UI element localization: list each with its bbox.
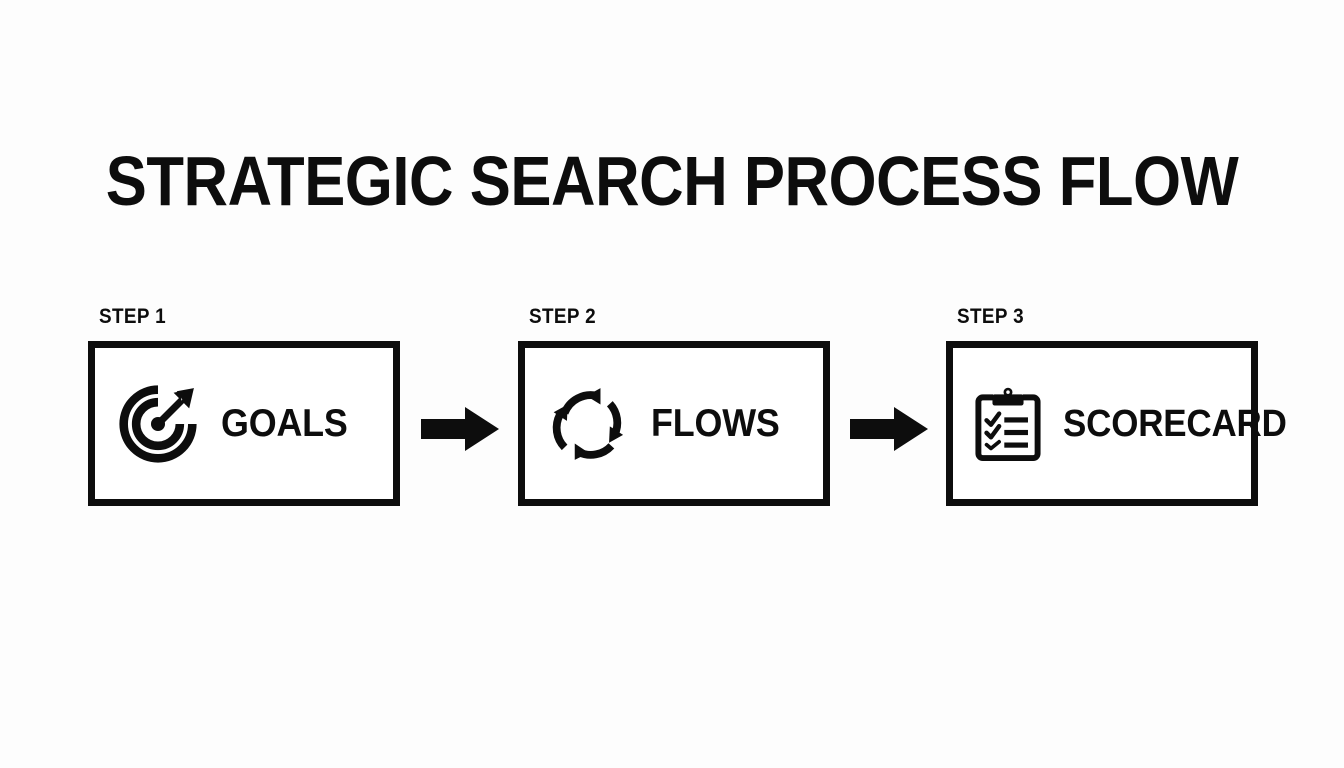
arrow-right-icon-2 bbox=[850, 405, 928, 453]
step-group-1: STEP 1 GOALS bbox=[88, 305, 400, 506]
step-name-goals: GOALS bbox=[221, 401, 348, 445]
clipboard-checklist-icon bbox=[971, 387, 1045, 461]
step-box-scorecard[interactable]: SCORECARD bbox=[946, 341, 1287, 506]
step-group-3: STEP 3 bbox=[946, 305, 1287, 506]
cycle-arrows-icon bbox=[549, 385, 627, 463]
step-box-flows[interactable]: FLOWS bbox=[518, 341, 830, 506]
step-label-2: STEP 2 bbox=[529, 305, 596, 328]
target-icon bbox=[119, 384, 197, 463]
step-name-scorecard: SCORECARD bbox=[1063, 402, 1287, 445]
step-label-1: STEP 1 bbox=[99, 305, 166, 328]
step-box-goals[interactable]: GOALS bbox=[88, 341, 400, 506]
step-label-3: STEP 3 bbox=[957, 305, 1024, 328]
step-group-2: STEP 2 bbox=[518, 305, 830, 506]
page-title: STRATEGIC SEARCH PROCESS FLOW bbox=[105, 142, 1239, 220]
arrow-right-icon-1 bbox=[421, 405, 499, 453]
step-name-flows: FLOWS bbox=[651, 401, 780, 445]
process-flow-diagram: STEP 1 GOALS bbox=[0, 305, 1344, 515]
